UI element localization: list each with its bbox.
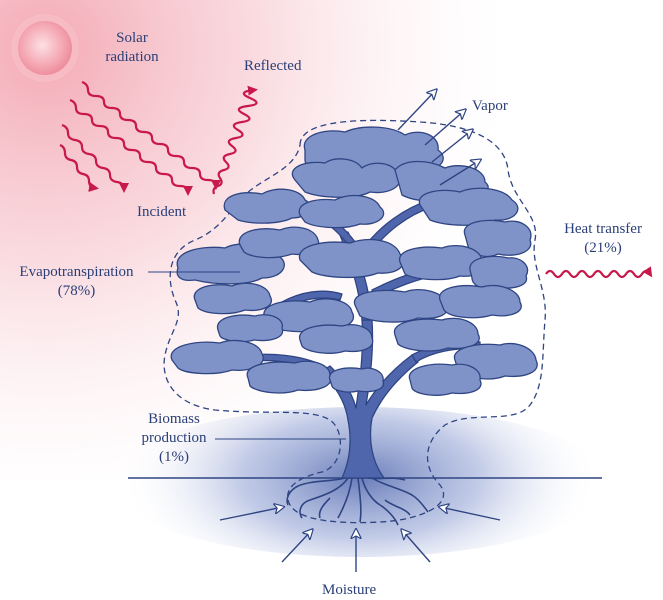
vapor-label: Vapor	[472, 98, 508, 114]
solar-radiation-label-line2: radiation	[105, 49, 159, 65]
biomass-label-line3: (1%)	[159, 449, 189, 465]
heat-transfer-arrow	[545, 266, 653, 279]
reflected-radiation-arrow	[212, 85, 258, 195]
reflected-label: Reflected	[244, 58, 302, 74]
heat-transfer-label-line1: Heat transfer	[564, 221, 642, 237]
solar-radiation-label-line1: Solar	[116, 30, 148, 46]
incident-label: Incident	[137, 204, 187, 220]
heat-transfer-label-line2: (21%)	[584, 240, 622, 256]
biomass-production-label: Biomass production (1%)	[132, 410, 216, 467]
evapotranspiration-label-line2: (78%)	[57, 283, 96, 299]
moisture-label: Moisture	[322, 582, 377, 598]
vapor-arrows	[397, 90, 480, 186]
sky-glow	[0, 0, 663, 480]
moisture-arrows	[219, 507, 501, 572]
sun-icon	[11, 14, 79, 82]
leader-lines	[148, 271, 346, 440]
biomass-label-line2: production	[141, 430, 207, 446]
incident-radiation-arrows	[59, 80, 221, 196]
biomass-label-line1: Biomass	[148, 411, 200, 427]
solar-radiation-label: Solar radiation	[92, 29, 172, 67]
control-volume-boundary	[163, 119, 546, 524]
evapotranspiration-label-line1: Evapotranspiration	[19, 264, 134, 280]
heat-transfer-label: Heat transfer (21%)	[548, 220, 658, 258]
soil-shading	[110, 407, 610, 557]
tree-icon	[170, 126, 538, 526]
evapotranspiration-label: Evapotranspiration (78%)	[4, 263, 149, 301]
